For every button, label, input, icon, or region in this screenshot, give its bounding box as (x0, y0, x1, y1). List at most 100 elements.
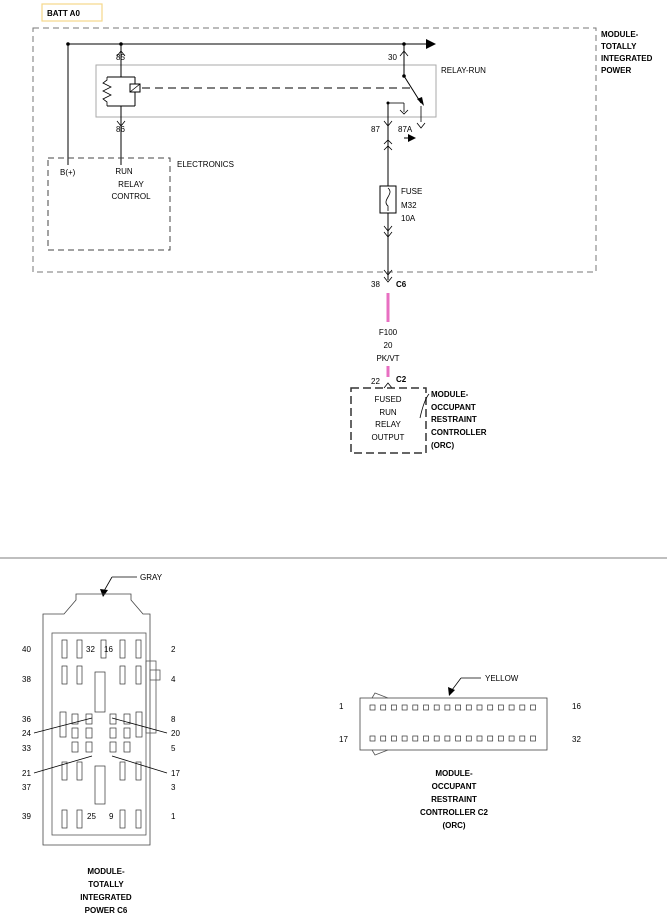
pin87a-arrow (408, 134, 416, 142)
c6-terminal-2 (383, 276, 393, 283)
c6-caption-4: POWER C6 (85, 906, 128, 915)
c6-lbl-33: 33 (22, 744, 31, 753)
fuse-top-terminal (383, 139, 393, 145)
c2-cavity (455, 704, 461, 711)
c6-lbl-17: 17 (171, 769, 180, 778)
c6-lbl-21: 21 (22, 769, 31, 778)
c2-cavity (530, 704, 536, 711)
c2-cavity (487, 704, 494, 711)
fuse-label: FUSE (401, 187, 422, 196)
c2-cavity (412, 735, 419, 742)
c2-cavity (508, 704, 515, 711)
c2-cavity (391, 735, 397, 742)
c2-cavity (498, 735, 504, 742)
c6-lbl-5: 5 (171, 744, 176, 753)
relay-name: RELAY-RUN (441, 66, 486, 75)
c2-connector-view: YELLOW 1 16 17 32 MODULE- OCCUPANT RESTR… (339, 674, 581, 830)
relay-pin-87a: 87A (398, 125, 413, 134)
c2-lbl-16: 16 (572, 702, 581, 711)
c6-cavity (61, 809, 68, 829)
c6-lbl-1: 1 (171, 812, 176, 821)
c6-lbl-38: 38 (22, 675, 31, 684)
electronics-line3: CONTROL (111, 192, 151, 201)
c2-caption-3: RESTRAINT (431, 795, 477, 804)
batt-label-box (41, 3, 103, 22)
c2-color-leader-2 (451, 677, 462, 691)
c2-cavity (369, 735, 376, 742)
relay-box (95, 64, 437, 118)
c6-lbl-36: 36 (22, 715, 31, 724)
c6-cavity (135, 639, 142, 659)
wire-circuit: F100 (379, 328, 398, 337)
wire-color-code: PK/VT (376, 354, 399, 363)
c6-cavity (71, 713, 79, 725)
c6-caption-2: TOTALLY (88, 880, 124, 889)
c6-cavities (59, 639, 143, 829)
c2-name: C2 (396, 375, 407, 384)
c2-latch-top (371, 692, 389, 699)
pin87a-terminal (416, 122, 426, 129)
c2-cavity (444, 704, 451, 711)
c2-cavity (455, 735, 461, 742)
contact-87-term2 (399, 109, 409, 115)
pin87-terminal (383, 120, 393, 127)
orc-line4: OUTPUT (372, 433, 405, 442)
orc-line3: RELAY (375, 420, 401, 429)
c2-cavity (530, 735, 536, 742)
c6-lbl-25: 25 (87, 812, 96, 821)
c6-lbl-40: 40 (22, 645, 31, 654)
c6-cavity (76, 639, 83, 659)
c6-cavity (71, 727, 79, 739)
c6-caption-1: MODULE- (87, 867, 125, 876)
c6-leader-21 (33, 755, 93, 774)
c6-cavity (76, 665, 83, 685)
c6-housing (42, 593, 151, 846)
fuse-rating: 10A (401, 214, 416, 223)
c2-color-arrow (448, 687, 455, 696)
c2-cavity (433, 704, 440, 711)
c2-cavity (444, 735, 451, 742)
c6-leader-17 (111, 755, 168, 774)
electronics-line2: RELAY (118, 180, 144, 189)
orc-box (350, 387, 427, 454)
c2-caption-5: (ORC) (442, 821, 465, 830)
c6-lbl-16: 16 (104, 645, 113, 654)
electronics-box (47, 157, 171, 251)
c6-cavity (135, 761, 142, 781)
c2-cavity (465, 735, 472, 742)
c2-caption-2: OCCUPANT (432, 782, 477, 791)
orc-module-5: (ORC) (431, 441, 454, 450)
c6-leader-24 (33, 717, 93, 734)
fuse-top-terminal-2 (383, 145, 393, 151)
electronics-label: ELECTRONICS (177, 160, 234, 169)
c6-cavity (135, 665, 142, 685)
c6-lbl-8: 8 (171, 715, 176, 724)
c6-inner (51, 632, 147, 836)
bus-arrow (426, 39, 436, 49)
c2-lbl-1: 1 (339, 702, 344, 711)
orc-leader (419, 393, 430, 419)
c6-cavity (61, 665, 68, 685)
c6-lbl-24: 24 (22, 729, 31, 738)
c6-ear-right-2 (149, 669, 161, 681)
c2-lbl-32: 32 (572, 735, 581, 744)
c2-cavity (412, 704, 419, 711)
c6-cavity (100, 639, 107, 659)
relay-pin-87: 87 (371, 125, 380, 134)
c6-connector-view: GRAY 40 38 36 24 33 21 37 39 2 4 8 20 5 … (22, 573, 180, 915)
orc-module-3: RESTRAINT (431, 415, 477, 424)
c2-cavity (369, 704, 376, 711)
c6-cavity (119, 809, 126, 829)
electronics-line1: RUN (115, 167, 133, 176)
c6-cavity (76, 809, 83, 829)
c2-cavity (401, 735, 408, 742)
tipm-module-label-4: POWER (601, 66, 631, 75)
c6-lbl-39: 39 (22, 812, 31, 821)
switch-blade (403, 75, 422, 104)
c2-caption-1: MODULE- (435, 769, 473, 778)
c6-cavity (85, 727, 93, 739)
c2-caption-4: CONTROLLER C2 (420, 808, 489, 817)
c6-pin: 38 (371, 280, 380, 289)
c6-cavity (94, 671, 106, 713)
